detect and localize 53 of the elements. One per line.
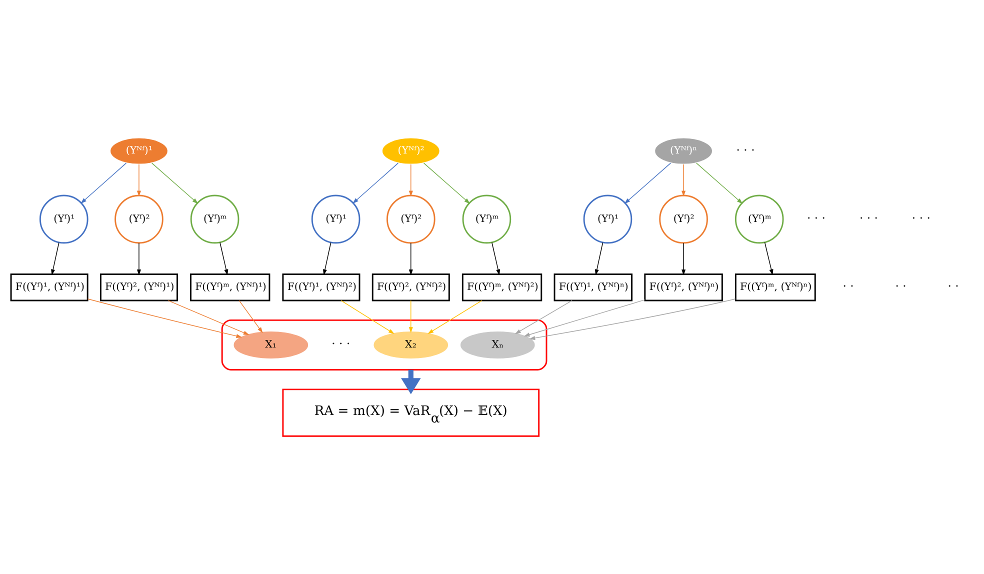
- arrow: [514, 300, 572, 334]
- arrow: [352, 162, 399, 204]
- node-box: F((Yᶠ)ᵐ, (Yᴺᶠ)ⁿ): [734, 274, 816, 302]
- label: · · ·: [806, 210, 826, 225]
- node-box: F((Yᶠ)ᵐ, (Yᴺᶠ)²): [462, 274, 542, 302]
- node-box: F((Yᶠ)¹, (Yᴺᶠ)ⁿ): [554, 274, 633, 302]
- cluster: [221, 319, 548, 370]
- arrow: [408, 300, 413, 333]
- label: · ·: [842, 279, 854, 294]
- arrow: [408, 242, 413, 276]
- arrow: [136, 164, 142, 197]
- node-box: F((Yᶠ)², (Yᴺᶠ)²): [372, 274, 450, 302]
- node-box: F((Yᶠ)¹, (Yᴺᶠ)²): [282, 274, 360, 302]
- node-circle: (Yᶠ)²: [659, 194, 708, 244]
- label: · · ·: [736, 142, 755, 157]
- arrow: [492, 242, 500, 276]
- node-ellipse: (Yᴺᶠ)ⁿ: [654, 138, 713, 165]
- arrow: [682, 242, 686, 276]
- arrow: [594, 242, 604, 276]
- arrow: [322, 242, 332, 276]
- arrow: [764, 242, 774, 276]
- arrow: [624, 162, 672, 204]
- node-circle: (Yᶠ)²: [114, 194, 164, 244]
- node-ellipse: X₂: [374, 331, 448, 358]
- arrow: [423, 162, 470, 204]
- node-circle: (Yᶠ)²: [386, 194, 436, 244]
- arrow: [428, 300, 482, 334]
- node-ellipse: (Yᴺᶠ)¹: [110, 138, 168, 165]
- label: · ·: [895, 279, 906, 294]
- arrow: [400, 370, 421, 394]
- arrow: [524, 299, 646, 337]
- label: · · ·: [332, 336, 350, 351]
- node-ellipse: (Yᴺᶠ)²: [382, 138, 440, 165]
- arrow: [80, 162, 127, 204]
- arrow: [696, 162, 743, 204]
- arrow: [87, 298, 242, 338]
- label: · · ·: [859, 210, 878, 225]
- arrow: [682, 164, 686, 197]
- arrow: [529, 298, 736, 340]
- arrow: [151, 162, 198, 204]
- arrow: [220, 242, 228, 276]
- node-box: F((Yᶠ)ᵐ, (Yᴺᶠ)¹): [190, 274, 270, 302]
- node-box: F((Yᶠ)¹, (Yᴺᶠ)¹): [10, 274, 88, 302]
- label: · ·: [948, 279, 959, 294]
- arrow: [168, 300, 250, 336]
- node-box: F((Yᶠ)², (Yᴺᶠ)¹): [100, 274, 178, 302]
- arrow: [408, 164, 413, 197]
- arrow: [238, 300, 263, 334]
- arrow: [340, 300, 394, 334]
- label: · · ·: [912, 210, 930, 225]
- node-box: F((Yᶠ)², (Yᴺᶠ)ⁿ): [644, 274, 723, 302]
- arrow: [136, 242, 142, 276]
- arrow: [51, 242, 60, 276]
